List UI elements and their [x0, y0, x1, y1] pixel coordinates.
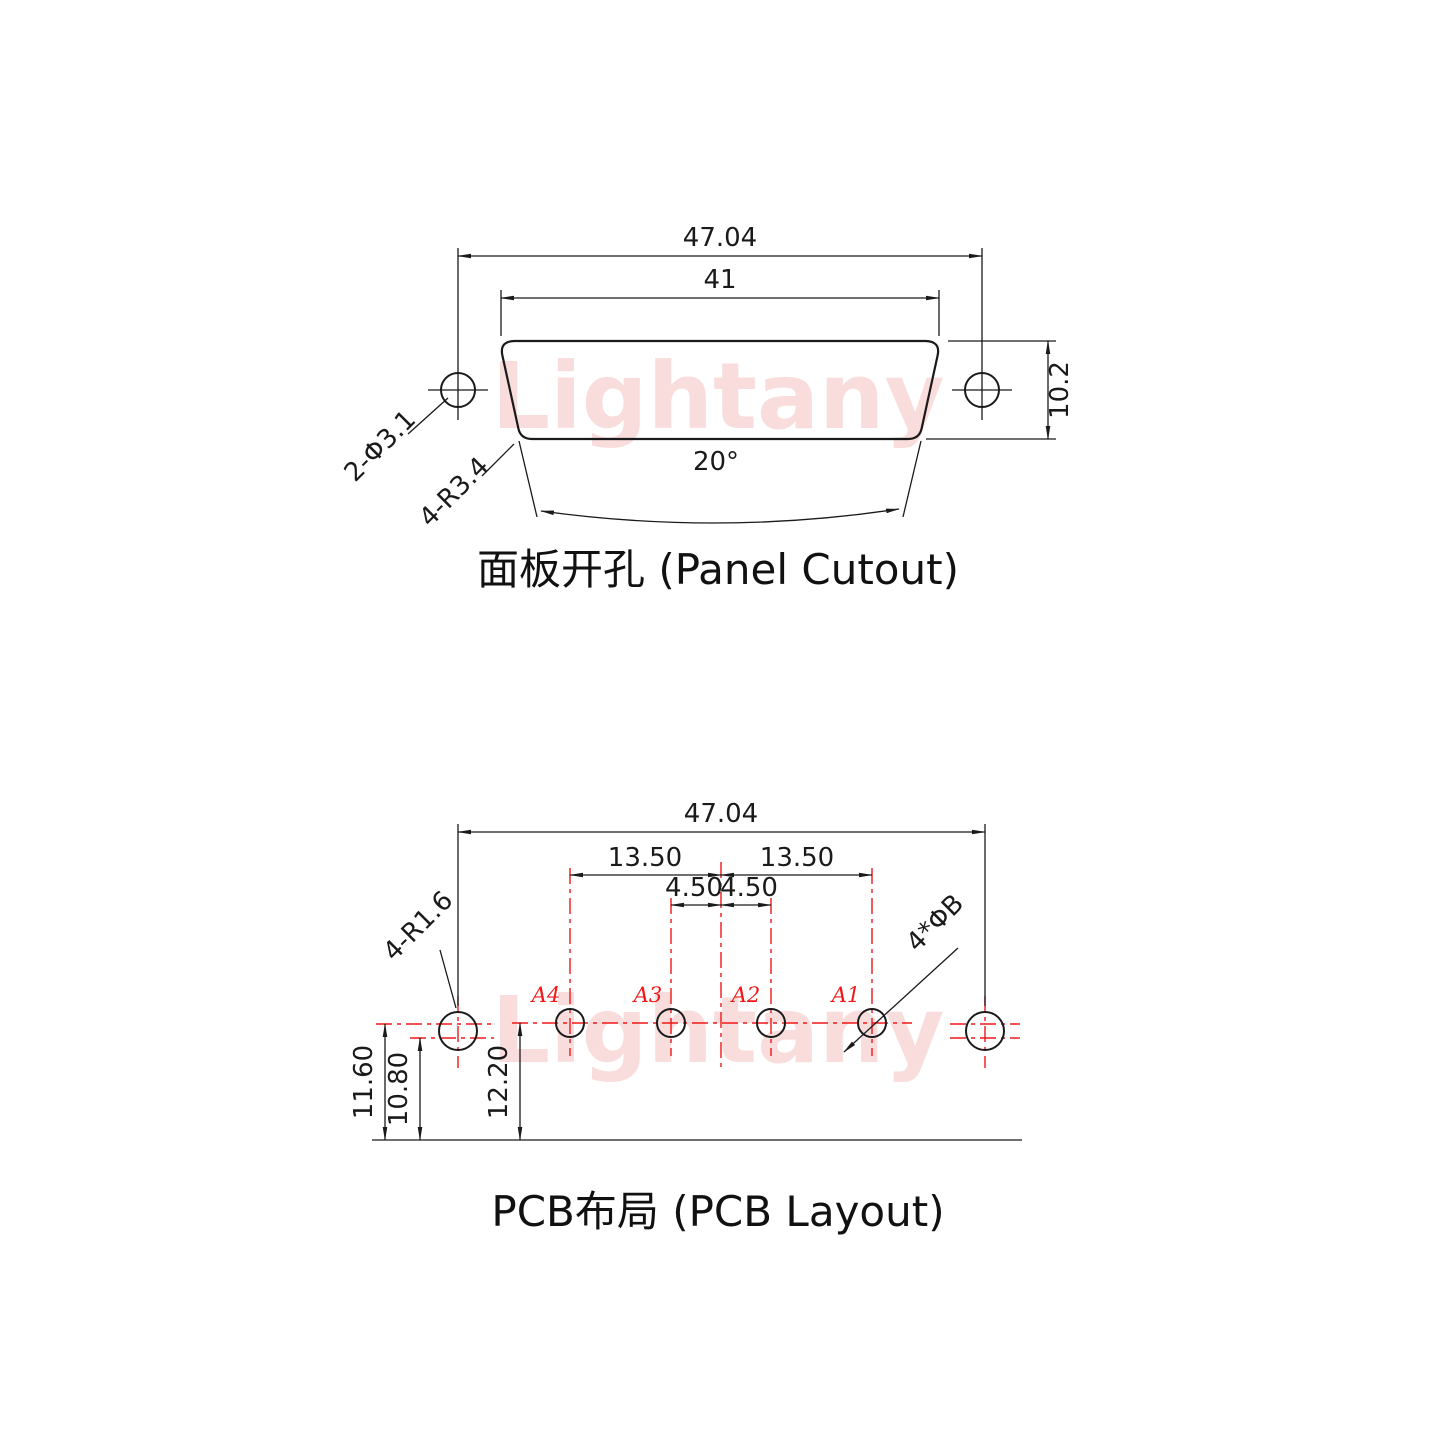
pin-hole-a4: [555, 1008, 585, 1038]
pcb-layout-drawing: Lightany: [349, 799, 1022, 1236]
pin-hole-a3: [656, 1008, 686, 1038]
panel-mount-hole-right: [952, 360, 1012, 420]
pcb-dim-half-pitch: 4.50 4.50: [665, 873, 778, 908]
pcb-dim-mount-lower-value: 10.80: [384, 1052, 414, 1126]
pcb-mount-hole-right: [965, 1011, 1005, 1051]
pcb-layout-caption: PCB布局 (PCB Layout): [491, 1187, 944, 1236]
pcb-dim-pitch-right-value: 13.50: [760, 843, 834, 873]
panel-dim-inner-width: 41: [500, 265, 940, 336]
panel-mount-hole-label: 2-Φ3.1: [339, 405, 422, 488]
panel-side-angle-value: 20°: [693, 447, 739, 477]
panel-side-angle-dim: 20°: [518, 440, 922, 524]
pcb-dim-overall-width-value: 47.04: [684, 799, 758, 829]
panel-dim-inner-width-value: 41: [703, 265, 736, 295]
panel-corner-radius-label: 4-R3.4: [414, 452, 496, 534]
pcb-pin-holes: [555, 1008, 887, 1038]
pcb-dim-half-left-value: 4.50: [665, 873, 723, 903]
pcb-dim-mount-lower: 10.80: [384, 1037, 423, 1141]
panel-cutout-drawing: Lightany 47.04 41: [339, 223, 1075, 594]
panel-dim-height: 10.2: [926, 340, 1075, 440]
panel-dim-height-value: 10.2: [1045, 361, 1075, 419]
pcb-dim-pitch: 13.50 13.50: [569, 843, 873, 878]
pcb-corner-radius-callout: 4-R1.6: [378, 886, 460, 1009]
pin-label-a4: A4: [530, 983, 561, 1007]
panel-dim-overall-width: 47.04: [457, 223, 983, 360]
pcb-hole-diameter-label: 4*ΦB: [901, 889, 970, 958]
pin-label-a3: A3: [632, 983, 663, 1007]
pcb-dim-overall-width: 47.04: [457, 799, 986, 1006]
pcb-corner-radius-label: 4-R1.6: [378, 886, 460, 968]
pcb-dim-row-to-edge-value: 12.20: [484, 1045, 514, 1119]
pcb-dim-half-right-value: 4.50: [720, 873, 778, 903]
pcb-pin-labels: A4 A3 A2 A1: [530, 983, 861, 1007]
watermark-bottom: Lightany: [491, 977, 944, 1084]
pcb-dim-mount-upper: 11.60: [349, 1023, 388, 1141]
panel-dim-overall-width-value: 47.04: [683, 223, 757, 253]
pin-hole-a2: [756, 1008, 786, 1038]
panel-mount-hole-callout: 2-Φ3.1: [339, 397, 449, 488]
pin-hole-a1: [857, 1008, 887, 1038]
pcb-centerlines: [376, 862, 1020, 1070]
watermark-top: Lightany: [491, 343, 944, 450]
pin-label-a2: A2: [730, 983, 761, 1007]
pcb-dim-row-to-edge: 12.20: [484, 1022, 523, 1141]
panel-mount-hole-left: [428, 360, 488, 420]
pcb-dim-mount-upper-value: 11.60: [349, 1045, 379, 1119]
panel-corner-radius-callout: 4-R3.4: [414, 443, 515, 534]
dsub-cutout-shape: [500, 339, 940, 441]
panel-cutout-caption: 面板开孔 (Panel Cutout): [477, 545, 959, 594]
pcb-mount-hole-left: [438, 1011, 478, 1051]
pcb-dim-pitch-left-value: 13.50: [608, 843, 682, 873]
pin-label-a1: A1: [830, 983, 861, 1007]
